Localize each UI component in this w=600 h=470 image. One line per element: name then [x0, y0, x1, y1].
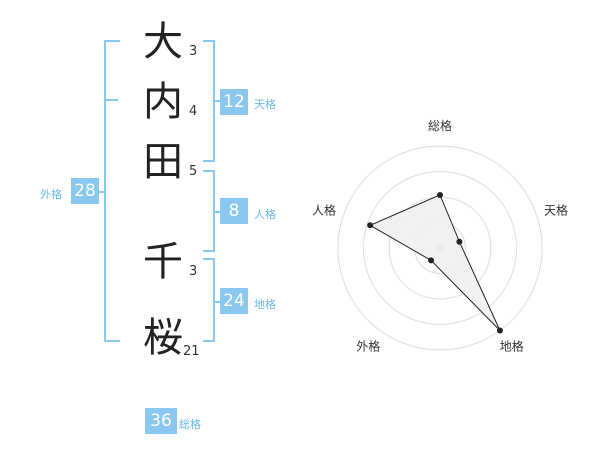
radar-axis-label-4: 外格 [356, 339, 380, 354]
tenkaku-connector [213, 100, 221, 102]
radar-point-4 [428, 257, 435, 264]
tenkaku-label: 天格 [254, 98, 276, 111]
stroke-count-2: 4 [189, 104, 198, 119]
stroke-count-1: 3 [189, 44, 198, 59]
gaikaku-value: 28 [71, 178, 99, 204]
radar-point-5 [367, 222, 374, 229]
jinkaku-value: 8 [220, 198, 248, 224]
radar-axis-label-5: 人格 [312, 202, 336, 217]
radar-point-2 [456, 238, 463, 245]
radar-ring-4 [337, 145, 543, 351]
name-char-3: 田 [143, 139, 183, 185]
jinkaku-connector [213, 211, 221, 213]
radar-ring-3 [363, 171, 517, 325]
tenkaku-value: 12 [220, 89, 248, 115]
radar-axis-label-2: 天格 [544, 202, 568, 217]
radar-axis-label-1: 総格 [428, 118, 452, 133]
radar-point-1 [437, 191, 443, 198]
soukaku-label: 総格 [179, 418, 201, 431]
stroke-count-3: 5 [189, 164, 198, 179]
chikaku-value: 24 [220, 288, 248, 314]
chikaku-connector [213, 301, 221, 303]
name-char-2: 内 [143, 79, 183, 125]
radar-axis-label-3: 地格 [500, 339, 524, 354]
name-char-1: 大 [143, 19, 183, 65]
name-char-5: 桜 [143, 315, 183, 361]
gaikaku-bracket-divider [104, 99, 118, 101]
chikaku-label: 地格 [254, 298, 276, 311]
radar-point-3 [496, 327, 503, 334]
stroke-count-4: 3 [189, 264, 198, 279]
chikaku-bracket [203, 258, 215, 342]
radar-area [369, 194, 501, 331]
gaikaku-label: 外格 [40, 188, 62, 201]
jinkaku-label: 人格 [254, 208, 276, 221]
soukaku-value: 36 [145, 408, 177, 434]
gaikaku-connector [98, 191, 106, 193]
stroke-count-5: 21 [183, 344, 200, 359]
name-char-4: 千 [143, 239, 183, 285]
